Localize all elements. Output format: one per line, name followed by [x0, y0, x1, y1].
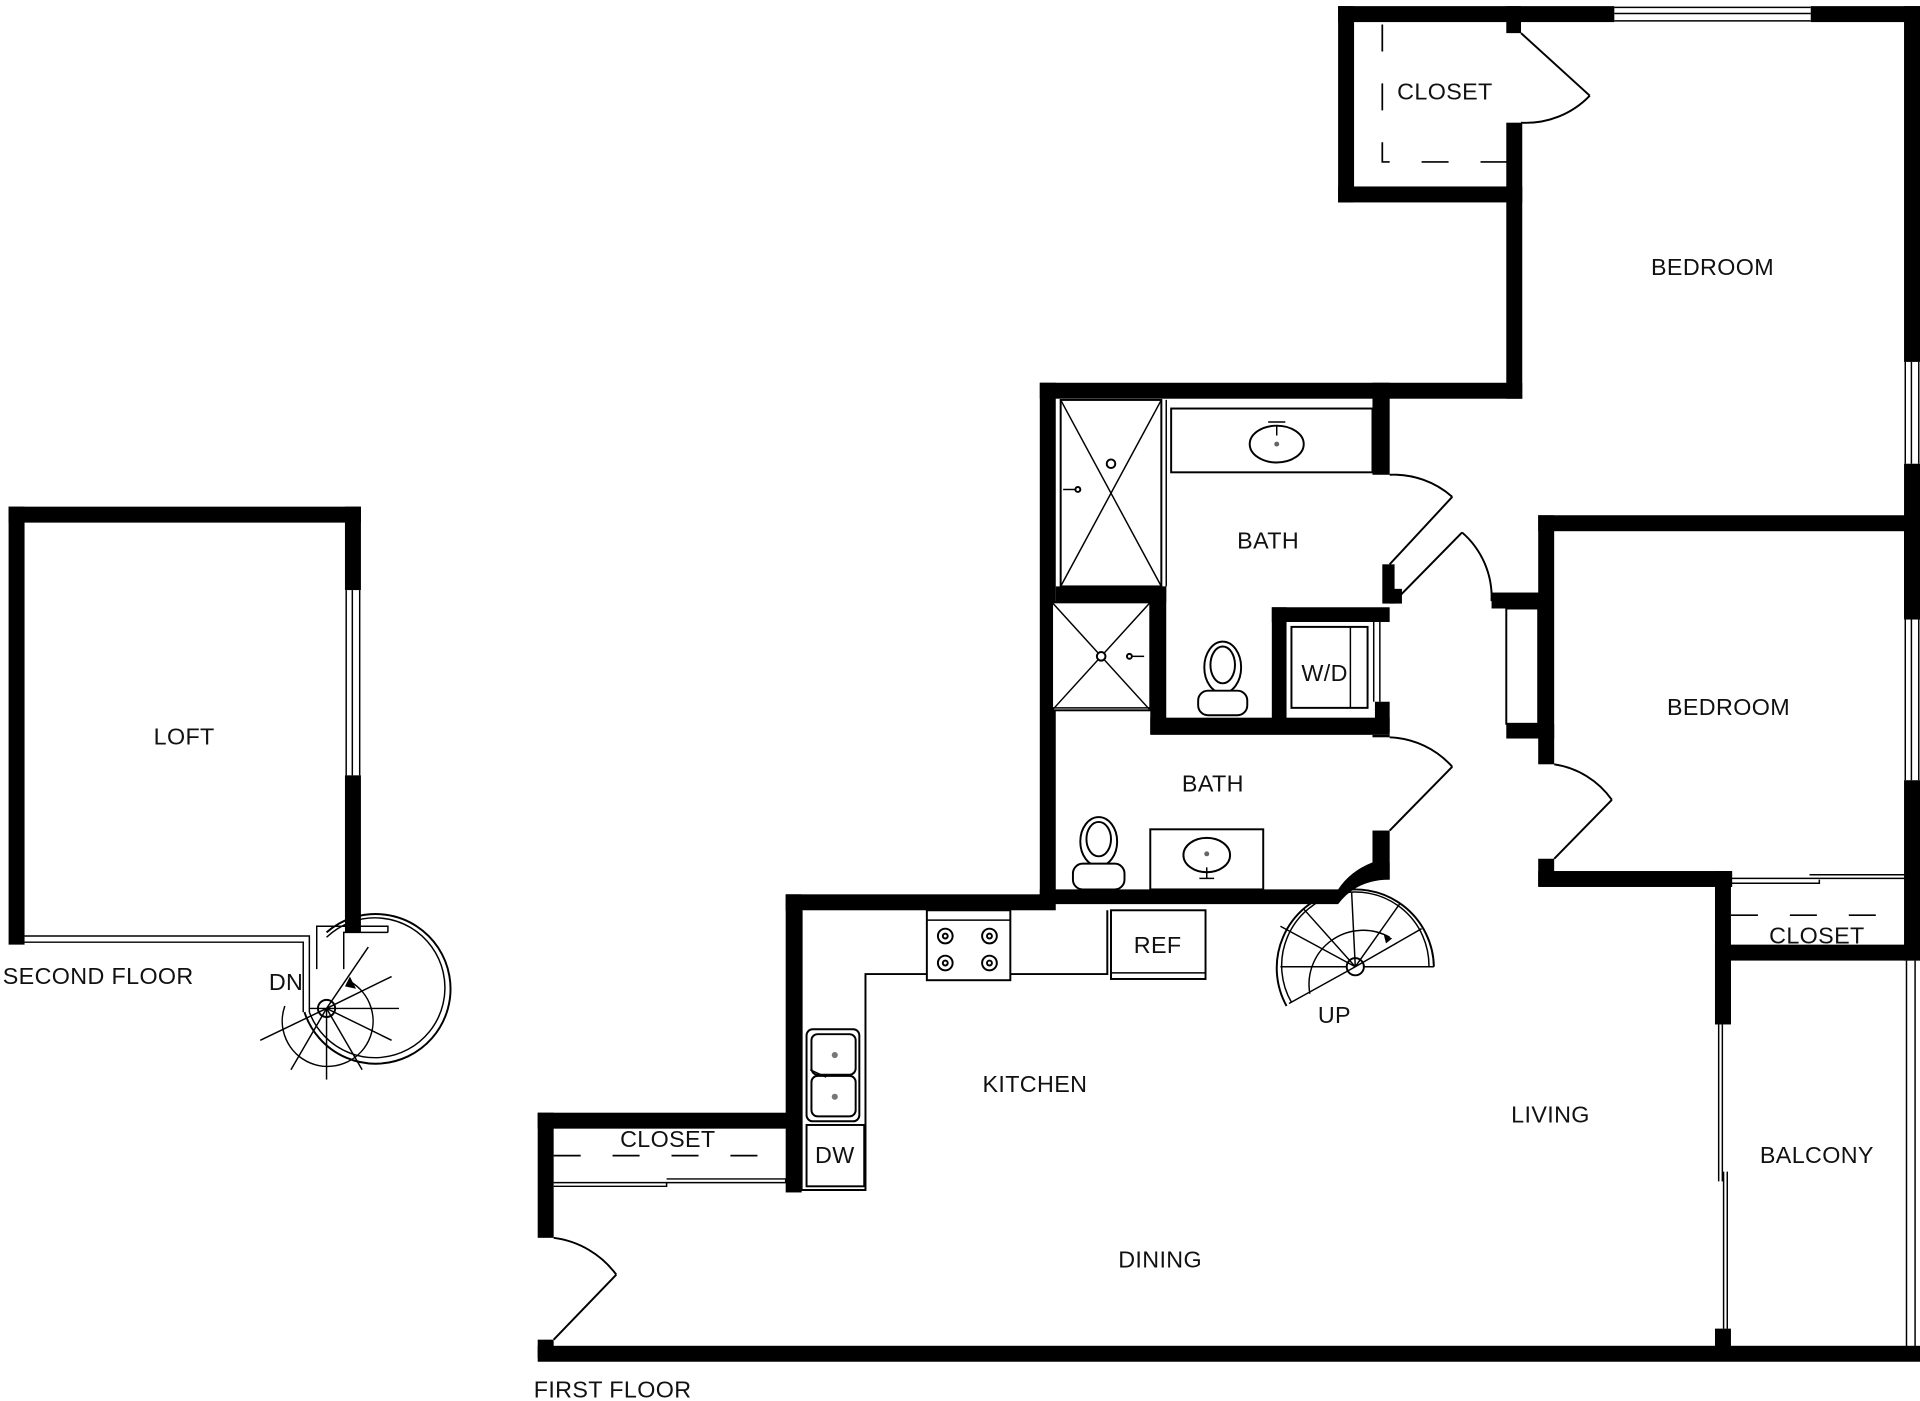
room-label-bedroom-second: BEDROOM [1667, 694, 1790, 720]
wall [537, 1345, 1920, 1362]
wall [1810, 6, 1920, 23]
loft-wall-right-upper [344, 506, 361, 591]
stair-direction-arc [1308, 929, 1391, 994]
master-closet [1381, 24, 1591, 163]
room-label-balcony: BALCONY [1760, 1142, 1874, 1168]
door-swing [1520, 95, 1591, 124]
closet-second-doors [1730, 873, 1920, 917]
arrow-icon [1383, 933, 1393, 944]
appliance-label-washer-dryer: W/D [1301, 660, 1347, 686]
stair-label-down: DN [269, 969, 303, 995]
door-bedroom-second [1553, 763, 1613, 860]
door-bath-master [1388, 473, 1453, 565]
loft-railing [24, 925, 389, 1013]
spiral-stair-up [1275, 888, 1435, 1007]
door-leaf [1520, 32, 1591, 97]
door-bedroom-master [1393, 531, 1493, 602]
balcony-sliding-door [1717, 1024, 1728, 1329]
wall-curved [1039, 862, 1390, 905]
floor-label-first: FIRST FLOOR [534, 1376, 692, 1401]
washer-dryer [1290, 621, 1381, 709]
stove [925, 909, 1012, 982]
wall [1372, 734, 1390, 738]
stair-direction-arc [281, 980, 374, 1068]
kitchen-sink [805, 1028, 861, 1123]
toilet-second [1071, 816, 1126, 891]
vanity-second [1149, 828, 1265, 891]
wall [1374, 701, 1390, 733]
wall [1039, 382, 1056, 899]
wall [1055, 586, 1167, 603]
wall [1389, 588, 1402, 604]
arrow-icon [344, 976, 357, 989]
room-label-bath-second: BATH [1182, 770, 1244, 796]
closet-entry-doors [553, 1154, 787, 1188]
wall [1506, 6, 1522, 34]
room-label-bath-master: BATH [1237, 527, 1299, 553]
second-floor-plan: LOFT DN SECOND FLOOR [3, 506, 452, 1080]
first-floor-plan: CLOSET BEDROOM [534, 6, 1920, 1401]
wall [1338, 186, 1523, 203]
room-label-kitchen: KITCHEN [982, 1071, 1087, 1097]
wall [1491, 592, 1541, 609]
wall [537, 1112, 554, 1238]
room-label-loft: LOFT [154, 724, 215, 750]
room-label-bedroom-master: BEDROOM [1651, 254, 1774, 280]
wall [1506, 122, 1523, 399]
master-bedroom-window-top [1614, 6, 1811, 22]
balcony-railing [1905, 960, 1916, 1350]
room-label-closet-master: CLOSET [1397, 78, 1492, 104]
wall [1338, 6, 1355, 203]
loft-wall-right-lower [344, 775, 361, 933]
wall [1714, 944, 1920, 961]
toilet-master [1197, 640, 1249, 717]
wall [1904, 944, 1920, 961]
drain-icon [1274, 441, 1280, 447]
room-label-living: LIVING [1511, 1102, 1590, 1128]
wall [1271, 607, 1390, 622]
wall [1904, 6, 1920, 362]
wall [1039, 382, 1523, 399]
loft-wall-left [8, 506, 25, 945]
wall [1904, 515, 1920, 620]
door-bath-second [1388, 736, 1454, 832]
wall [1538, 871, 1733, 887]
wall [1714, 960, 1731, 1025]
refrigerator [1110, 909, 1207, 980]
wall [785, 894, 1056, 911]
master-bedroom-window-right [1904, 361, 1920, 464]
loft-wall-top [8, 506, 361, 523]
wall [1506, 723, 1555, 739]
wall [785, 894, 802, 1193]
drain-icon [1204, 851, 1210, 857]
shower-master [1059, 398, 1167, 588]
wall [1338, 6, 1615, 23]
appliance-label-dishwasher: DW [815, 1142, 855, 1168]
appliance-label-refrigerator: REF [1134, 932, 1182, 958]
wall [1150, 586, 1167, 734]
wall [1538, 515, 1920, 532]
wall [537, 1112, 802, 1129]
wall [1271, 607, 1287, 730]
bedroom-second-window [1904, 619, 1920, 781]
wall [1372, 382, 1390, 475]
vanity-master [1170, 407, 1374, 474]
shower-second [1051, 601, 1152, 712]
floor-label-second: SECOND FLOOR [3, 963, 194, 989]
hall-closet-shelf [1505, 607, 1540, 725]
room-label-dining: DINING [1118, 1246, 1202, 1272]
kitchen-counter [800, 910, 1109, 1191]
wall [1150, 717, 1390, 735]
stair-label-up: UP [1318, 1002, 1351, 1028]
loft-window [345, 590, 361, 776]
spiral-stair-down [259, 913, 452, 1080]
door-entry [552, 1236, 618, 1341]
dishwasher [805, 1123, 867, 1188]
wall [1904, 780, 1920, 959]
room-label-closet-entry: CLOSET [620, 1126, 715, 1152]
wall [1538, 515, 1555, 765]
room-label-closet-second: CLOSET [1769, 922, 1864, 948]
